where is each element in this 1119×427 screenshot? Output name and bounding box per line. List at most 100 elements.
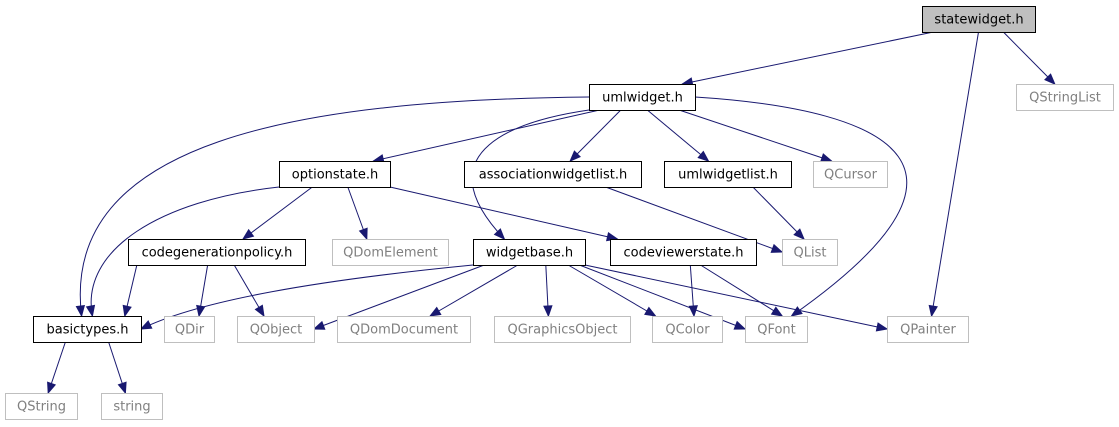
arrowhead-icon [770,306,784,317]
edge-umlwidget-to-optionstate [372,109,600,164]
node-label: QCursor [824,168,878,183]
dependency-arrow-line [90,186,280,317]
node-label: QDomElement [343,246,438,261]
node-string: string [101,393,163,420]
node-qstringlist: QStringList [1016,84,1114,111]
arrowhead-icon [117,381,127,395]
arrowhead-icon [254,304,265,318]
node-qfont: QFont [745,316,808,343]
node-optionstate[interactable]: optionstate.h [279,161,391,188]
edge-umlwidgetlist-to-qlist [752,186,805,240]
node-box [813,161,888,188]
dependency-arrow-line [752,186,805,240]
arrowhead-icon [122,304,132,318]
node-label: associationwidgetlist.h [479,168,627,183]
node-box [279,161,391,188]
edge-codeviewerstate-to-qfont [700,264,784,317]
node-qobject: QObject [237,316,315,343]
edge-widgetbase-to-qpainter [584,264,889,332]
dependency-arrow-line [646,109,709,162]
node-box [610,239,757,266]
dependency-arrow-line [373,109,600,162]
node-qpainter: QPainter [887,316,969,343]
dependency-arrow-line [242,186,313,240]
node-box [464,161,642,188]
node-qcolor: QColor [652,316,723,343]
edge-statewidget-to-qstringlist [1003,31,1056,85]
node-basictypes[interactable]: basictypes.h [33,316,142,343]
node-qdomdocument: QDomDocument [337,316,471,343]
node-codeviewerstate[interactable]: codeviewerstate.h [610,239,757,266]
node-box [494,316,631,343]
arrowhead-icon [428,306,442,317]
node-label: QString [17,400,66,415]
edge-optionstate-to-codeviewerstate [389,186,619,242]
arrowhead-icon [928,304,938,318]
node-widgetbase[interactable]: widgetbase.h [473,239,586,266]
edge-umlwidget-to-umlwidgetlist [646,109,710,162]
dependency-arrow-line [1003,31,1056,85]
node-statewidget[interactable]: statewidget.h [922,6,1036,33]
node-box [101,393,163,420]
node-qcursor: QCursor [813,161,888,188]
node-box [473,239,586,266]
arrowhead-icon [644,306,657,317]
node-box [887,316,969,343]
node-box [337,316,471,343]
node-label: QStringList [1029,91,1101,106]
node-associationwidgetlist[interactable]: associationwidgetlist.h [464,161,642,188]
arrowhead-icon [790,306,803,317]
dependency-arrow-line [569,109,622,162]
node-box [5,393,78,420]
node-qstring: QString [5,393,78,420]
edge-umlwidget-to-qfont [694,96,908,317]
arrowhead-icon [875,322,889,332]
node-box [237,316,315,343]
edge-umlwidget-to-basictypes [75,96,590,318]
arrowhead-icon [241,228,255,240]
node-label: QDir [175,323,205,338]
edge-statewidget-to-umlwidget [680,31,934,87]
arrowhead-icon [1044,73,1056,85]
node-label: QPainter [900,323,956,338]
edge-widgetbase-to-qgraphicsobject [543,264,553,318]
edge-widgetbase-to-qcolor [567,264,657,317]
arrowhead-icon [543,305,553,318]
arrowhead-icon [493,228,506,240]
node-box [164,316,215,343]
edge-codegenerationpolicy-to-qobject [233,264,265,318]
dependency-arrow-line [429,264,519,317]
node-label: QGraphicsObject [508,323,618,338]
dependency-arrow-line [694,96,908,317]
edge-umlwidget-to-associationwidgetlist [569,109,622,162]
dependency-arrow-line [584,264,888,330]
edge-basictypes-to-qstring [47,341,66,395]
arrowhead-icon [697,150,710,162]
node-label: QDomDocument [350,323,458,338]
dependency-arrow-line [678,109,832,162]
edge-optionstate-to-basictypes [85,186,280,318]
node-umlwidgetlist[interactable]: umlwidgetlist.h [664,161,792,188]
dependency-arrow-line [931,31,979,317]
arrowhead-icon [85,304,96,318]
node-label: umlwidget.h [602,91,683,106]
node-umlwidget[interactable]: umlwidget.h [589,84,696,111]
arrowhead-icon [770,243,784,253]
node-codegenerationpolicy[interactable]: codegenerationpolicy.h [128,239,306,266]
node-label: codeviewerstate.h [624,246,744,261]
node-box [589,84,696,111]
node-qgraphicsobject: QGraphicsObject [494,316,631,343]
node-qdomelement: QDomElement [332,239,449,266]
node-qlist: QList [782,239,838,266]
arrowhead-icon [358,227,368,241]
edge-codegenerationpolicy-to-basictypes [122,264,138,318]
arrowhead-icon [75,305,86,318]
arrowhead-icon [733,320,747,330]
node-box [922,6,1036,33]
arrowhead-icon [688,305,698,318]
node-qdir: QDir [164,316,215,343]
edge-statewidget-to-qpainter [928,31,979,318]
edge-codeviewerstate-to-qcolor [688,264,698,318]
node-label: QList [794,246,827,261]
